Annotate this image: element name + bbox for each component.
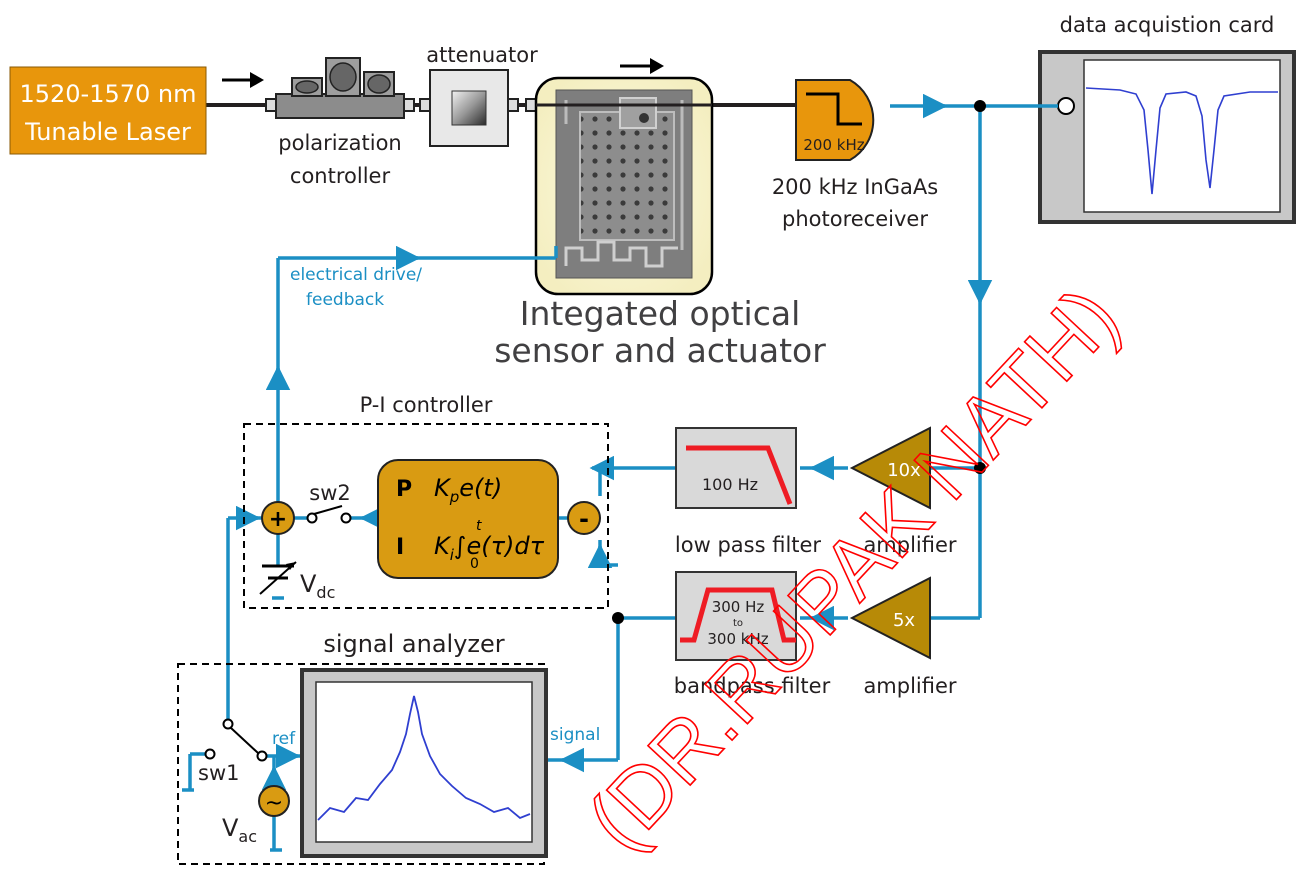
p-term: Kpe(t) [434,474,502,506]
amplifier-10x: 10x amplifier [849,426,957,557]
low-pass-label: low pass filter [675,533,822,557]
bandpass-filter: 300 Hz to 300 kHz bandpass filter [674,571,831,698]
pi-controller-title: P-I controller [360,393,493,417]
bandpass-freq1: 300 Hz [712,598,765,616]
polarization-label-line2: controller [290,164,391,188]
amplifier-5x-label: amplifier [863,674,956,698]
attenuator-label: attenuator [426,43,538,67]
laser-label-line1: 1520-1570 nm [19,80,196,108]
junction-dots [612,100,986,624]
daq-label: data acquistion card [1060,13,1275,37]
pi-controller: P-I controller P I Kpe(t) Ki∫e(τ)dτ t 0 … [243,393,609,609]
signal-analyzer: signal analyzer ref signal sw1 ~ Vac [177,630,600,865]
sensor-label-line2: sensor and actuator [494,331,826,370]
photoreceiver: 200 kHz 200 kHz InGaAs photoreceiver [772,79,938,231]
data-acquisition-card: data acquistion card [1038,13,1296,224]
signal-arrows [235,93,993,791]
integral-lower-limit: 0 [470,556,479,572]
amplifier-10x-label: amplifier [863,533,956,557]
minus-junction: - [579,505,589,533]
p-letter: P [396,477,412,502]
feedback-label-line2: feedback [306,290,384,310]
bandpass-label: bandpass filter [674,674,831,698]
attenuator: attenuator [419,43,538,147]
integral-upper-limit: t [476,518,482,534]
amplifier-5x-gain: 5x [893,610,915,631]
amplifier-5x: 5x amplifier [849,576,957,698]
vdc-label: Vdc [300,570,335,602]
polarization-controller: polarization controller [265,57,415,188]
bandpass-freq-to: to [733,618,743,629]
photoreceiver-label-line2: photoreceiver [782,207,928,231]
sw2-label: sw2 [309,481,350,505]
feedback-label-line1: electrical drive/ [290,265,422,285]
daq-trace [1085,87,1278,195]
plus-junction: + [269,507,287,532]
integrated-sensor: Integated optical sensor and actuator [494,76,826,370]
signal-analyzer-title: signal analyzer [323,630,504,658]
polarization-label-line1: polarization [278,131,401,155]
sensor-label-line1: Integated optical [520,294,801,333]
ac-source-icon: ~ [265,791,283,816]
amplifier-10x-gain: 10x [887,460,921,481]
sw1-label: sw1 [198,761,239,785]
laser-label-line2: Tunable Laser [24,118,191,146]
signal-label: signal [550,725,600,745]
photoreceiver-badge: 200 kHz [803,136,864,154]
tunable-laser: 1520-1570 nm Tunable Laser [9,66,207,155]
low-pass-filter: 100 Hz low pass filter [675,427,822,557]
i-letter: I [396,535,404,560]
photoreceiver-label-line1: 200 kHz InGaAs [772,175,938,199]
spectrum-trace [317,695,531,821]
i-term: Ki∫e(τ)dτ [434,532,545,564]
ref-label: ref [272,729,296,749]
vac-label: Vac [222,814,257,846]
beam-direction-arrows [222,58,664,88]
bandpass-freq2: 300 kHz [707,630,768,648]
low-pass-freq: 100 Hz [702,475,758,494]
